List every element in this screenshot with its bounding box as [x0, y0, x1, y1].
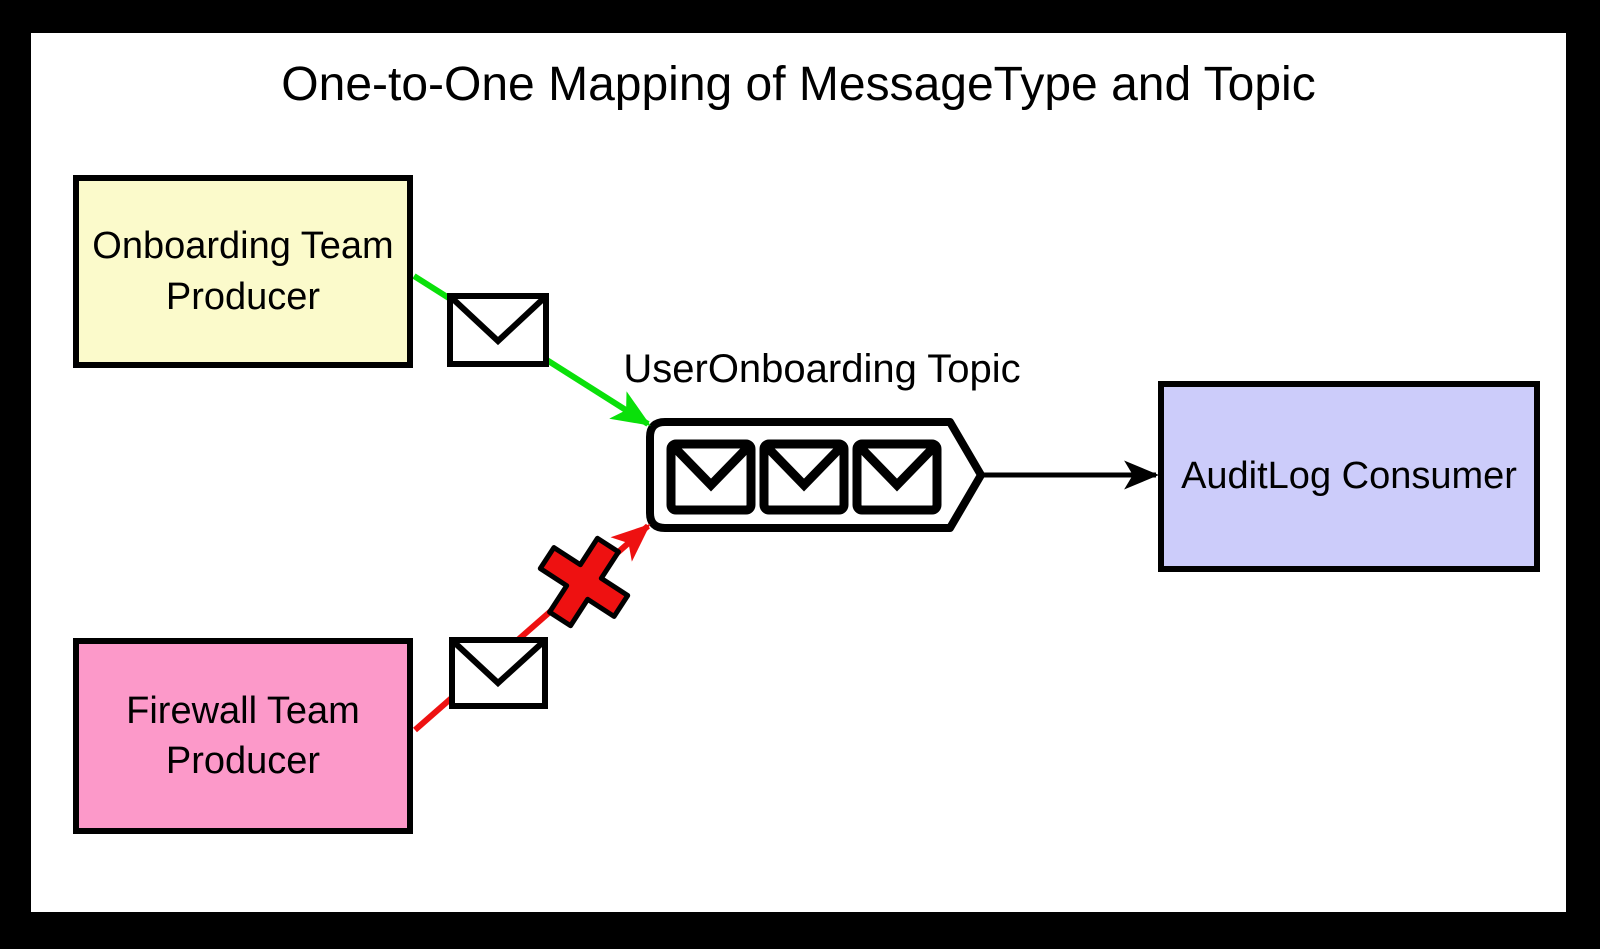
node-onboarding-team-producer: Onboarding Team Producer: [73, 175, 413, 368]
onboarding-producer-label: Onboarding Team Producer: [92, 225, 394, 318]
topic-label: UserOnboarding Topic: [623, 347, 1021, 391]
diagram-canvas: One-to-One Mapping of MessageType and To…: [31, 33, 1566, 912]
node-auditlog-consumer: AuditLog Consumer: [1158, 381, 1540, 572]
x-mark-icon: [537, 535, 631, 629]
queued-message-envelope-icon: [759, 439, 849, 515]
onboarding-message-envelope-icon: [447, 293, 549, 367]
firewall-producer-label: Firewall Team Producer: [126, 689, 360, 782]
auditlog-consumer-label: AuditLog Consumer: [1181, 455, 1517, 498]
node-firewall-team-producer: Firewall Team Producer: [73, 638, 413, 834]
queued-message-envelope-icon: [852, 439, 942, 515]
firewall-message-envelope-icon: [449, 637, 548, 709]
diagram-title: One-to-One Mapping of MessageType and To…: [281, 58, 1316, 111]
queued-message-envelope-icon: [666, 439, 756, 515]
diagram-connections-layer: [412, 273, 1159, 733]
